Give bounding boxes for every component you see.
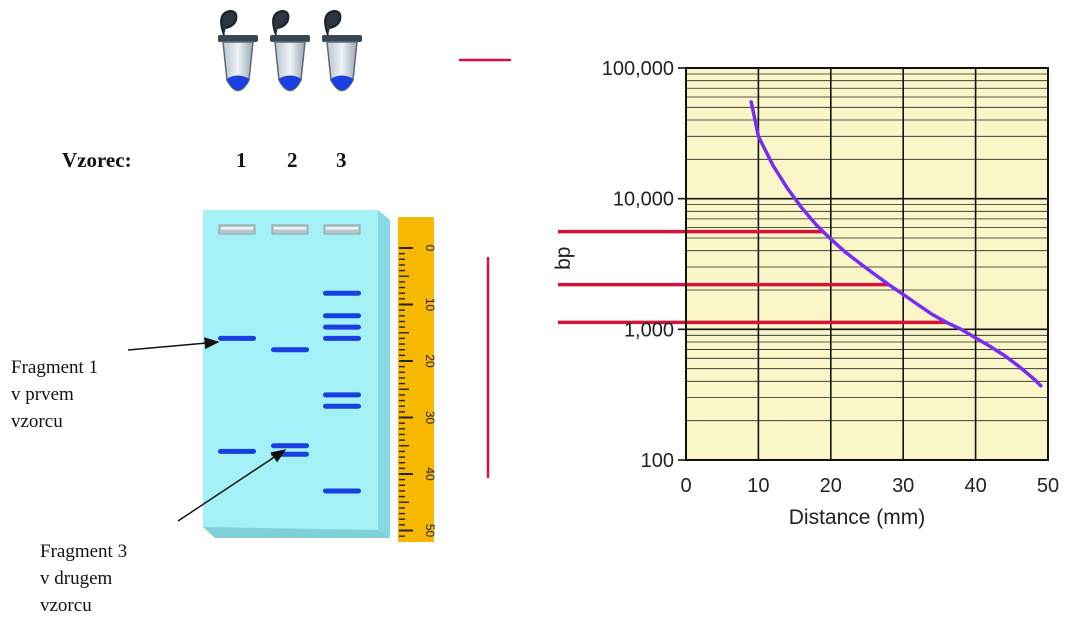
x-tick-label: 0 (680, 475, 691, 497)
x-tick-label: 30 (892, 475, 914, 497)
tube-icon (322, 9, 362, 92)
gel-band (323, 488, 361, 494)
sample-heading: Vzorec: (62, 148, 132, 172)
annotation-fragment-3-line-2: v drugem (40, 568, 113, 589)
y-tick-label: 10,000 (613, 189, 674, 211)
x-tick-label: 20 (820, 475, 842, 497)
annotation-fragment-1-line-2: v prvem (11, 384, 74, 405)
gel-well (323, 224, 361, 235)
x-tick-label: 40 (964, 475, 986, 497)
arrow-fragment-1 (127, 337, 220, 351)
ruler-tick-label: 40 (423, 467, 437, 481)
ruler-tick-label: 20 (423, 354, 437, 368)
y-axis-label: bp (552, 247, 575, 270)
annotation-fragment-3: Fragment 3 v drugem vzorcu (40, 538, 127, 619)
ruler-tick-label: 30 (423, 411, 437, 425)
plot-area (686, 68, 1048, 460)
gel-well (271, 224, 309, 235)
gel-band (323, 392, 361, 398)
y-tick-label: 100 (641, 450, 674, 472)
ruler-tick-label: 10 (423, 298, 437, 312)
lane-number-1: 1 (236, 148, 247, 172)
tube-icon (218, 9, 258, 92)
gel-diagram: 0 10 20 30 40 50 (203, 210, 437, 542)
gel-band (323, 403, 361, 409)
ruler-tick-label: 50 (423, 524, 437, 538)
gel-band (271, 347, 309, 353)
x-axis-label: Distance (mm) (789, 506, 926, 529)
standard-curve-chart: 100 1,000 10,000 100,000 0 10 20 30 40 50 bp Dis… (552, 58, 1059, 529)
annotation-fragment-1: Fragment 1 v prvem vzorcu (11, 354, 98, 435)
annotation-fragment-3-line-1: Fragment 3 (40, 541, 128, 562)
ruler-tick-label: 0 (423, 245, 437, 252)
y-tick-label: 100,000 (602, 58, 674, 80)
curve-series-line (749, 100, 1043, 388)
annotation-fragment-1-line-3: vzorcu (11, 411, 63, 432)
annotation-fragment-3-line-3: vzorcu (40, 595, 92, 616)
gel-band (323, 290, 361, 296)
tube-icon (270, 9, 310, 92)
lane-number-3: 3 (336, 148, 347, 172)
arrow-fragment-3 (177, 449, 287, 522)
sample-tubes (218, 9, 362, 92)
y-tick-label: 1,000 (624, 319, 674, 341)
x-tick-label: 10 (747, 475, 769, 497)
gel-band (218, 448, 256, 454)
annotation-fragment-1-line-1: Fragment 1 (11, 357, 99, 378)
x-tick-label: 50 (1037, 475, 1059, 497)
gel-band (218, 335, 256, 341)
gel-well (218, 224, 256, 235)
gel-band (323, 313, 361, 319)
gel-band (323, 324, 361, 330)
gel-band (271, 443, 309, 449)
gel-band (323, 335, 361, 341)
lane-number-2: 2 (287, 148, 298, 172)
